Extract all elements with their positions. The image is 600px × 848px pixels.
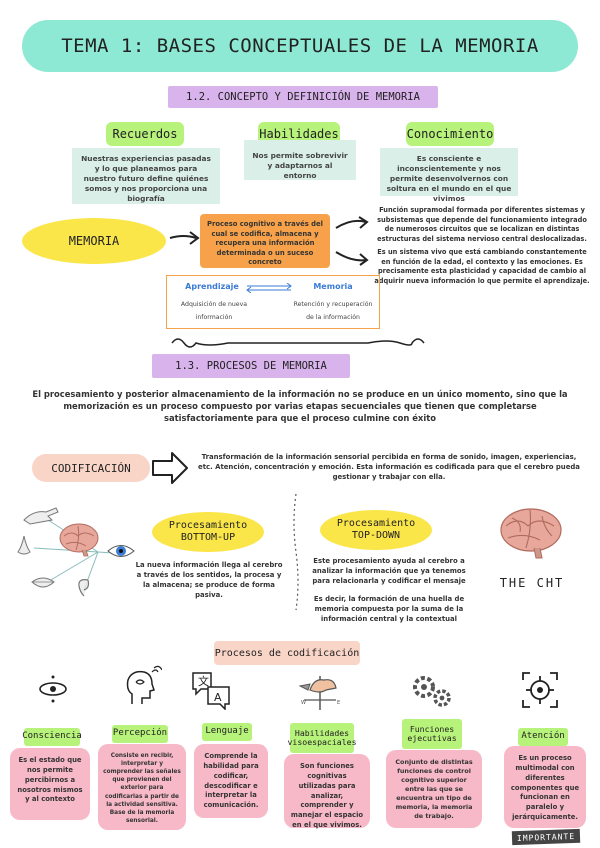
double-arrow-icon	[246, 283, 292, 293]
consciencia-text: Es el estado que nos permite percibirnos…	[10, 748, 90, 820]
percepcion-tag: Percepción	[112, 725, 168, 743]
consciencia-tag: Consciencia	[22, 728, 82, 746]
arrow-right-icon	[169, 231, 200, 245]
codificacion-tag: CODIFICACIÓN	[32, 454, 150, 482]
arrow-up-right-icon	[335, 216, 369, 229]
arrow-down-right-icon	[335, 251, 369, 266]
nose-icon	[17, 535, 31, 555]
sistema-vivo-text: Es un sistema vivo que está cambiando co…	[374, 248, 590, 285]
memoria-text: Retención y recuperación de la informaci…	[293, 301, 373, 322]
lips-icon	[31, 577, 55, 588]
habilidades-text: Nos permite sobrevivir y adaptarnos al e…	[244, 140, 356, 180]
top-down-oval: Procesamiento TOP-DOWN	[320, 510, 432, 550]
gears-icon	[413, 676, 451, 707]
head-signal-icon	[126, 665, 162, 704]
ear-icon	[78, 579, 90, 597]
big-arrow-icon	[152, 452, 188, 484]
lenguaje-text: Comprende la habilidad para codificar, d…	[194, 744, 268, 818]
page-title: TEMA 1: BASES CONCEPTUALES DE LA MEMORIA	[22, 20, 578, 72]
eye-dots-icon	[39, 675, 67, 703]
percepcion-text: Consiste en recibir, interpretar y compr…	[98, 744, 186, 830]
section-heading-concepto: 1.2. CONCEPTO Y DEFINICIÓN DE MEMORIA	[168, 86, 438, 108]
bottom-up-text: La nueva información llega al cerebro a …	[135, 561, 283, 599]
brain-icon	[59, 523, 99, 557]
svg-text:E: E	[337, 700, 340, 706]
bottom-up-oval: Procesamiento BOTTOM-UP	[152, 512, 264, 552]
translate-icon: 文 A	[192, 672, 230, 710]
memoria-oval: MEMORIA	[22, 218, 166, 264]
funciones-ejecutivas-text: Conjunto de distintas funciones de contr…	[386, 750, 482, 828]
memoria-label: Memoria	[313, 282, 353, 291]
procesos-codificacion-heading: Procesos de codificación	[214, 641, 360, 665]
recuerdos-text: Nuestras experiencias pasadas y lo que p…	[72, 148, 220, 204]
recuerdos-tag: Recuerdos	[106, 122, 184, 146]
aprendizaje-memoria-box: Aprendizaje Memoria Adquisición de nueva…	[166, 275, 380, 329]
funciones-ejecutivas-tag: Funciones ejecutivas	[402, 719, 462, 749]
target-icon	[522, 672, 558, 708]
atencion-text: Es un proceso multimodal con diferentes …	[504, 746, 586, 828]
definicion-box: Proceso cognitivo a través del cual se c…	[200, 214, 330, 268]
hand-icon	[23, 507, 59, 525]
aprendizaje-text: Adquisición de nueva información	[180, 301, 248, 322]
conocimiento-text: Es consciente e inconscientemente y nos …	[380, 148, 518, 203]
svg-text:A: A	[214, 691, 222, 704]
brain-large-icon	[500, 508, 562, 559]
habilidades-visoespaciales-text: Son funciones cognitivas utilizadas para…	[284, 754, 370, 829]
conocimiento-tag: Conocimiento	[406, 122, 494, 146]
top-down-text-2: Es decir, la formación de una huella de …	[313, 595, 465, 623]
eye-icon	[107, 545, 135, 557]
lenguaje-tag: Lenguaje	[202, 723, 252, 741]
atencion-tag: Atención	[518, 728, 568, 746]
codificacion-text: Transformación de la información sensori…	[198, 453, 580, 481]
top-down-text-1: Este procesamiento ayuda al cerebro a an…	[312, 557, 466, 585]
aprendizaje-label: Aprendizaje	[185, 282, 239, 291]
weathervane-icon: W E	[298, 676, 340, 710]
importante-stamp: IMPORTANTE	[511, 828, 581, 846]
habilidades-visoespaciales-tag: Habilidades visoespaciales	[288, 723, 357, 753]
procesos-intro: El procesamiento y posterior almacenamie…	[32, 389, 568, 424]
the-cat-text: THE CHT	[499, 576, 565, 590]
swirl-divider	[171, 338, 425, 348]
svg-text:W: W	[301, 700, 306, 706]
section-heading-procesos: 1.3. PROCESOS DE MEMORIA	[152, 354, 350, 378]
vertical-divider	[293, 493, 299, 611]
svg-text:文: 文	[198, 674, 209, 688]
funcion-supramodal-text: Función supramodal formada por diferente…	[377, 206, 587, 243]
